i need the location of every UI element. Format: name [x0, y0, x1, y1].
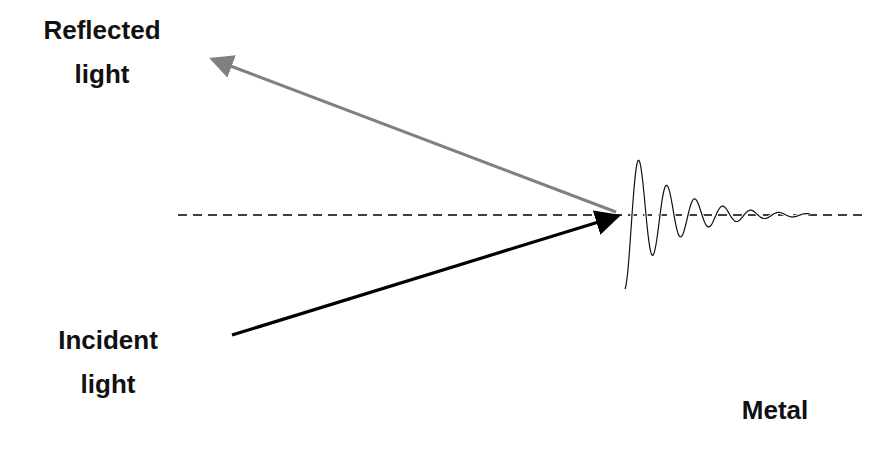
reflected-arrow: [212, 59, 616, 212]
light-label: Reflected light: [22, 8, 182, 96]
metal-block: Metal: [612, 5, 868, 381]
decaying-wave: [625, 160, 810, 289]
material-label: Metal: [647, 393, 875, 427]
wave-outline: [625, 160, 810, 289]
light-label: Incident light: [28, 318, 188, 406]
metal-bevel: [612, 5, 868, 381]
incident-arrow: [232, 216, 618, 335]
normal-line: [178, 214, 868, 216]
